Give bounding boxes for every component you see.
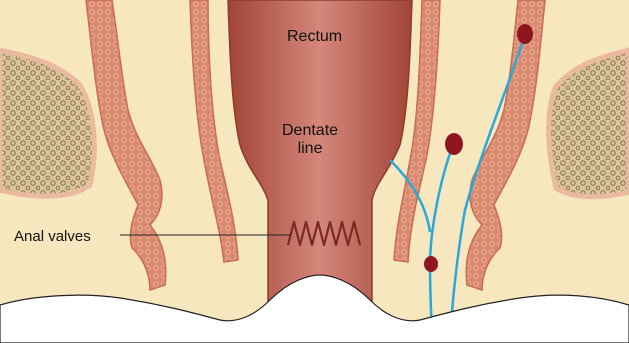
lymph-node-lower: [424, 256, 438, 272]
anal-valves-label: Anal valves: [14, 228, 91, 245]
rectum-label: Rectum: [287, 28, 342, 46]
lymph-node-upper: [517, 24, 533, 44]
dentate-line-label-line1: Dentate: [282, 122, 338, 140]
dentate-line-label-line2: line: [282, 140, 338, 158]
dentate-line-label: Dentate line: [282, 122, 338, 159]
lymph-node-middle: [445, 133, 463, 155]
